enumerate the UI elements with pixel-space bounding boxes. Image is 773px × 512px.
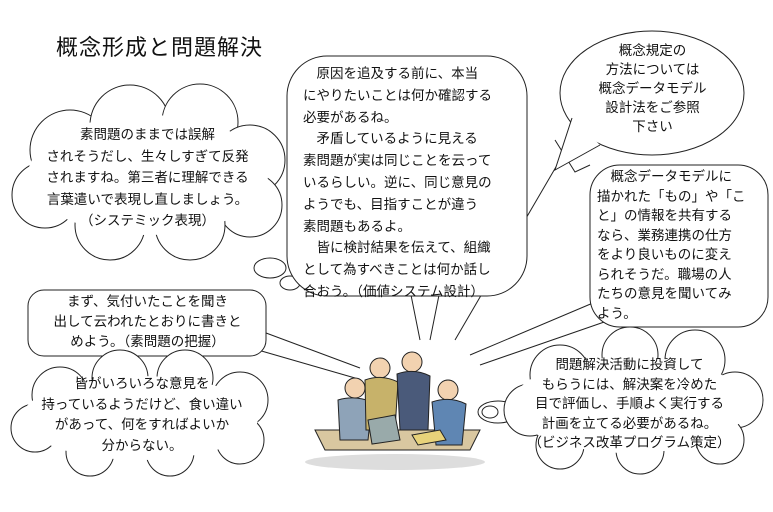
text-line: 素問題もあるよ。 [303, 218, 411, 235]
text-line: にやりたいことは何か確認する [303, 87, 492, 104]
text-line: 出して云われたとおりに書きと [53, 314, 242, 330]
text-line: 概念データモデル [598, 81, 707, 97]
text-line: 素問題のままでは誤解 [80, 127, 215, 143]
text-line: されますね。第三者に理解できる [46, 170, 249, 186]
text-line: と」の情報を共有する [597, 208, 732, 224]
text-line: 皆に検討結果を伝えて、組織 [303, 240, 491, 257]
cloud-confusion [10, 349, 269, 477]
bubble-data-model-shape [589, 164, 769, 328]
text-line: 目で評価し、手順よく実行する [535, 396, 724, 412]
cloud-program [503, 326, 764, 475]
text-line: として為すべきことは何か話し [303, 262, 491, 279]
bubble-confusion-text: 皆がいろいろな意見を 持っているようだけど、食い違い があって、何をすればよいか… [22, 374, 262, 456]
text-line: 問題解決活動に投資して [555, 357, 704, 373]
text-line: 原因を追及する前に、本当 [303, 66, 479, 82]
bubble-grasp-text: まず、気付いたことを聞き 出して云われたとおりに書きと めよう。（素問題の把握） [30, 292, 265, 352]
cloud-systemic [11, 83, 286, 261]
text-line: いるらしい。逆に、同じ意見の [303, 174, 492, 191]
text-line: 設計法をご参照 [605, 100, 700, 116]
text-line: （ビジネス改革プログラム策定） [528, 435, 731, 451]
text-line: めよう。（素問題の把握） [70, 334, 225, 350]
text-line: をより良いものに変え [597, 247, 732, 263]
text-line: されそうだし、生々しすぎて反発 [46, 148, 249, 165]
text-line: 矛盾しているように見える [303, 131, 478, 148]
text-line: 合おう。（価値システム設計） [303, 283, 485, 300]
text-line: 計画を立てる必要があるね。 [541, 415, 718, 432]
bubble-program-text: 問題解決活動に投資して もらうには、解決案を冷めた 目で評価し、手順よく実行する… [512, 356, 747, 454]
text-line: られそうだ。職場の人 [597, 266, 732, 283]
text-line: よう。 [597, 305, 637, 322]
text-line: 方法については [605, 62, 700, 78]
text-line: 概念規定の [618, 43, 687, 59]
bubble-value-system-shape [286, 55, 528, 297]
bubble-systemic-text: 素問題のままでは誤解 されそうだし、生々しすぎて反発 されますね。第三者に理解で… [25, 125, 270, 233]
text-line: 概念データモデルに [597, 169, 732, 185]
page-title: 概念形成と問題解決 [56, 36, 264, 61]
text-line: 必要があるね。 [303, 109, 398, 126]
text-line: たちの意見を聞いてみ [597, 286, 732, 302]
text-line: ようでも、目指すことが違う [303, 196, 479, 213]
text-line: まず、気付いたことを聞き [66, 294, 229, 310]
text-line: 描かれた「もの」や「こ [597, 188, 746, 205]
bubble-data-model-text: 概念データモデルに 描かれた「もの」や「こ と」の情報を共有する なら、業務連携… [597, 168, 746, 324]
text-line: 言葉遣いで表現し直しましょう。 [46, 191, 249, 208]
bubble-reference-shape [559, 30, 745, 156]
text-line: 素問題が実は同じことを云って [303, 153, 492, 170]
text-line: 持っているようだけど、食い違い [41, 396, 243, 413]
text-line: なら、業務連携の仕方 [597, 227, 732, 244]
bubble-reference-text: 概念規定の 方法については 概念データモデル 設計法をご参照 下さい [580, 42, 725, 137]
text-line: 分からない。 [101, 437, 183, 454]
text-line: があって、何をすればよいか [54, 417, 230, 433]
bubble-grasp-shape [27, 289, 267, 357]
text-line: もらうには、解決案を冷めた [541, 376, 718, 393]
text-line: 下さい [632, 119, 673, 135]
text-line: （システミック表現） [80, 213, 215, 229]
bubble-value-system-text: 原因を追及する前に、本当 にやりたいことは何か確認する 必要があるね。 矛盾して… [303, 64, 492, 304]
text-line: 皆がいろいろな意見を [74, 376, 210, 392]
people-illustration [305, 351, 485, 470]
